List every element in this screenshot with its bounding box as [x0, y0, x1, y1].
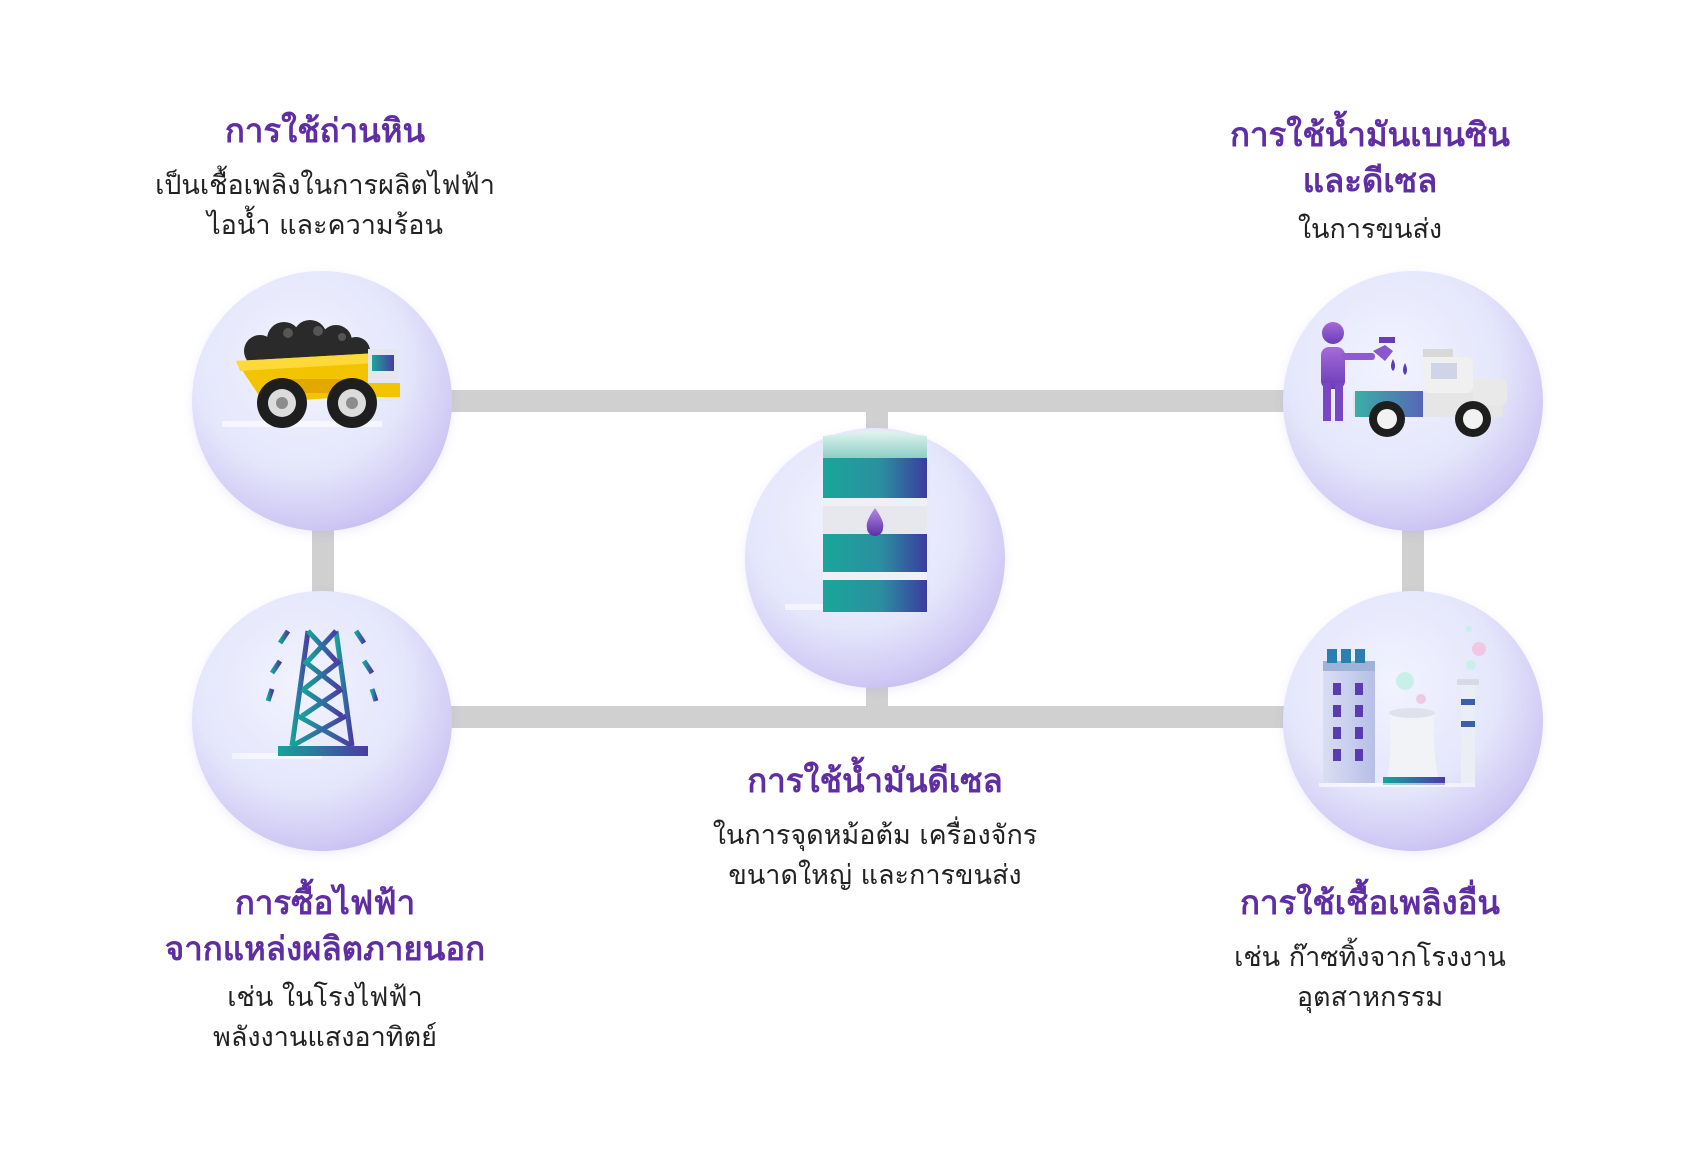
- grid-desc-line-1: เช่น ในโรงไฟฟ้า: [227, 982, 423, 1013]
- fuel-title-line-2: และดีเซล: [1302, 161, 1438, 200]
- connector-center-bottom: [866, 680, 888, 716]
- grid-label: การซื้อไฟฟ้า จากแหล่งผลิตภายนอก เช่น ในโ…: [100, 880, 550, 1058]
- diesel-desc-line-2: ขนาดใหญ่ และการขนส่ง: [728, 860, 1022, 891]
- grid-title-line-2: จากแหล่งผลิตภายนอก: [164, 929, 486, 968]
- other-desc-line-2: อุตสาหกรรม: [1296, 982, 1444, 1013]
- diesel-title: การใช้น้ำมันดีเซล: [747, 761, 1003, 800]
- connector-bottom: [440, 706, 1290, 728]
- connector-right-vertical: [1402, 530, 1424, 592]
- fuel-node: [1283, 271, 1543, 531]
- connector-top: [440, 390, 1290, 412]
- industrial-plant-icon: [1319, 626, 1486, 787]
- coal-node: [192, 271, 452, 531]
- diesel-desc-line-1: ในการจุดหม้อต้ม เครื่องจักร: [712, 820, 1038, 851]
- coal-desc-line-2: ไอน้ำ และความร้อน: [207, 210, 443, 241]
- other-label: การใช้เชื้อเพลิงอื่น เช่น ก๊าซทิ้งจากโรง…: [1205, 880, 1535, 1018]
- oil-barrel-icon: [785, 432, 927, 612]
- grid-title-line-1: การซื้อไฟฟ้า: [234, 883, 416, 922]
- connector-left-vertical: [312, 530, 334, 592]
- fuel-title-line-1: การใช้น้ำมันเบนซิน: [1230, 115, 1510, 154]
- diesel-label: การใช้น้ำมันดีเซล ในการจุดหม้อต้ม เครื่อ…: [660, 758, 1090, 896]
- other-title: การใช้เชื้อเพลิงอื่น: [1240, 883, 1500, 922]
- refueling-pickup-truck-icon: [1321, 322, 1507, 437]
- coal-title: การใช้ถ่านหิน: [224, 111, 426, 150]
- fuel-desc-line-1: ในการขนส่ง: [1297, 214, 1443, 245]
- coal-dump-truck-icon: [222, 320, 400, 428]
- grid-node: [192, 591, 452, 851]
- power-transmission-tower-icon: [232, 628, 379, 759]
- coal-desc-line-1: เป็นเชื้อเพลิงในการผลิตไฟฟ้า: [155, 170, 495, 201]
- fuel-label: การใช้น้ำมันเบนซิน และดีเซล ในการขนส่ง: [1185, 112, 1555, 250]
- other-node: [1283, 591, 1543, 851]
- diesel-node: [745, 428, 1005, 688]
- grid-desc-line-2: พลังงานแสงอาทิตย์: [213, 1022, 437, 1053]
- coal-label: การใช้ถ่านหิน เป็นเชื้อเพลิงในการผลิตไฟฟ…: [100, 108, 550, 246]
- other-desc-line-1: เช่น ก๊าซทิ้งจากโรงงาน: [1234, 942, 1506, 973]
